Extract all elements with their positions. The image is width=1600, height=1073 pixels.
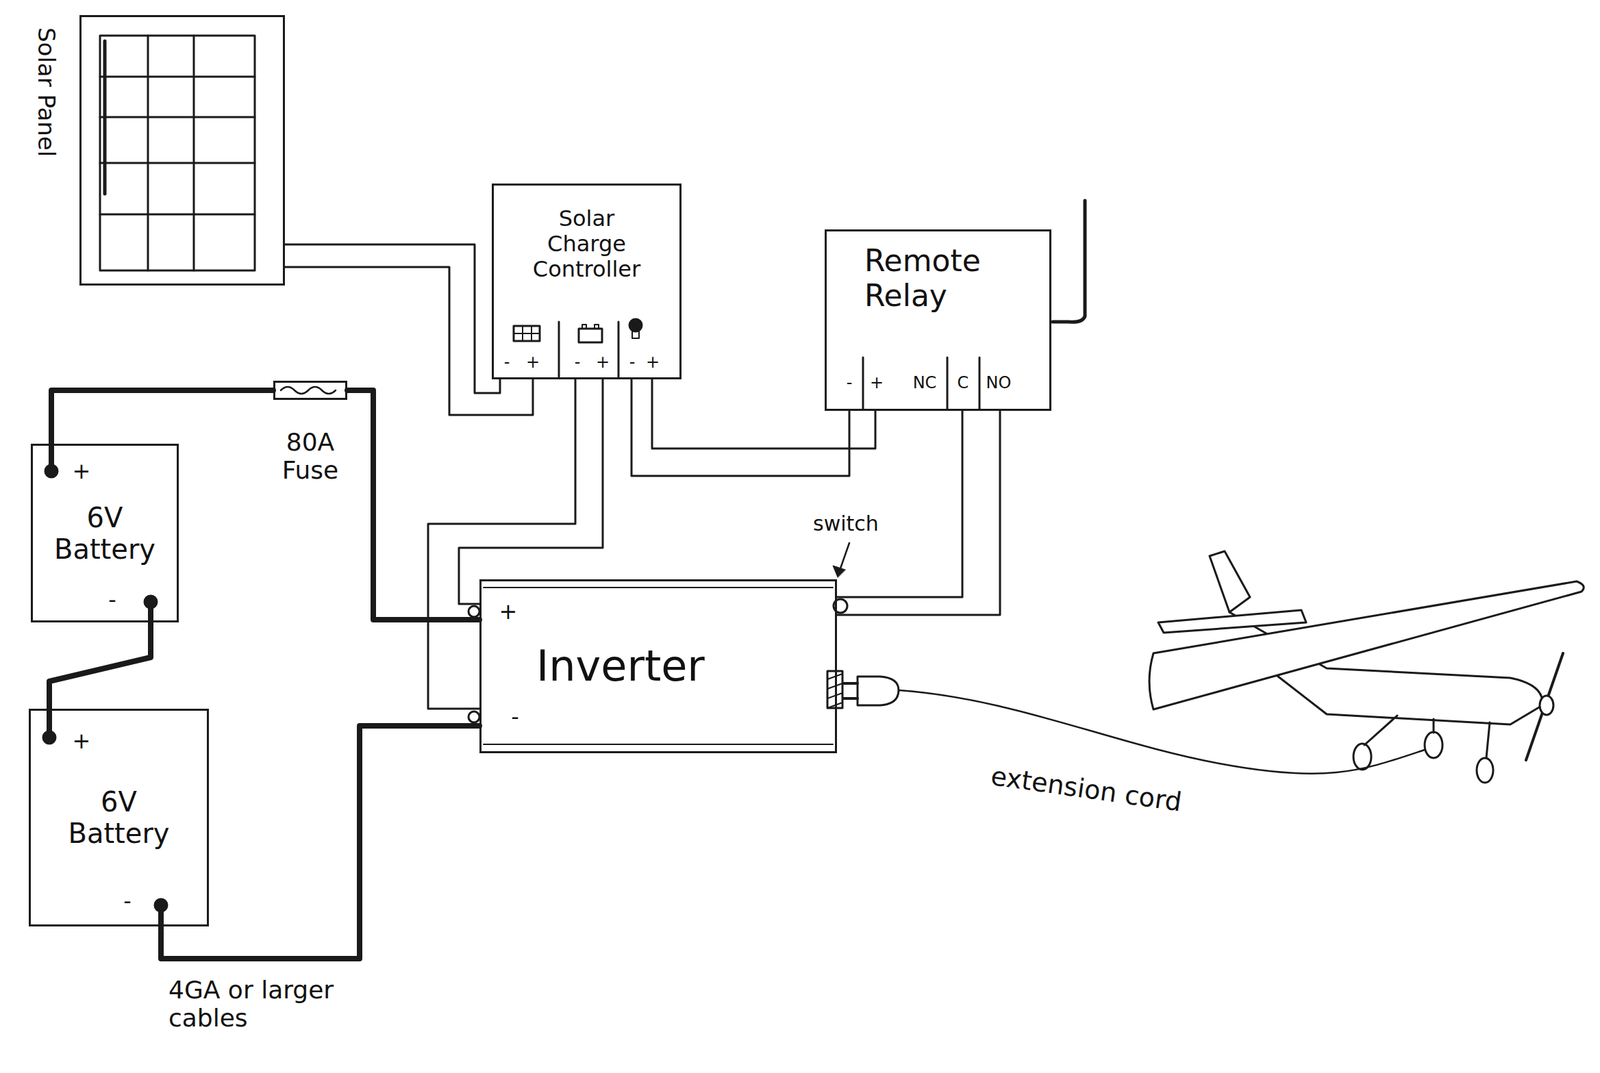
panel-grid-line [100,116,255,119]
callout-label: switch [813,512,879,537]
node-title: 6V Battery [43,502,167,566]
battery-cable [49,622,151,709]
wire [652,379,876,449]
terminal-divider [862,357,865,410]
note: 4GA or larger cables [168,976,388,1033]
charge-controller: Solar Charge Controller [491,183,682,380]
node-title: Solar Panel [32,27,60,157]
terminal-sign: + [645,353,660,373]
node-title: 80A Fuse [269,428,352,485]
ac-outlet [827,693,843,699]
panel-grid-line [100,213,255,216]
wire [631,379,850,477]
panel-grid-line [147,35,150,271]
panel-cells [100,35,255,271]
airplane-wing [1149,581,1584,710]
landing-gear [1364,715,1398,746]
terminal-sign: - [504,353,511,373]
battery-icon [582,324,587,329]
landing-gear [1432,719,1435,733]
ac-outlet [827,673,843,680]
terminal-divider [558,321,561,378]
node-title: Solar Charge Controller [528,206,646,282]
antenna [1052,200,1085,322]
fuse: 80A Fuse [273,380,348,400]
terminal-sign: + [499,599,518,625]
airplane-fin [1209,551,1250,613]
ac-outlet [827,683,843,690]
battery-cable [51,390,274,444]
terminal-sign: - [123,889,132,915]
panel-grid-line [100,162,255,165]
airplane-stabilizer [1158,610,1307,633]
pin-name: NO [986,373,1012,394]
terminal-sign: + [72,458,92,485]
terminal-sign: - [846,373,853,394]
terminal-sign: + [869,373,884,394]
panel-frame-mark [103,41,107,194]
node-title: 6V Battery [57,786,181,850]
terminal-divider [617,321,620,378]
landing-gear [1486,722,1490,759]
bulb-icon [629,319,642,332]
battery-terminal [43,731,56,744]
battery: 6V Battery [28,708,209,927]
terminal-sign: - [574,353,581,373]
battery-terminal [45,465,58,478]
terminal-divider [946,357,949,410]
terminal-divider [978,357,981,410]
wheel [1353,743,1372,770]
inverter-edge [483,743,833,746]
wire [284,267,533,416]
inverter-edge [483,586,833,589]
pin-name: C [957,373,970,394]
battery-icon [594,324,599,329]
node-title: Inverter [536,641,705,691]
wheel [1476,758,1494,783]
leader-arrow [840,543,850,569]
pin-name: NC [913,373,937,394]
terminal-sign: - [510,704,520,731]
inverter-terminal [468,606,480,618]
terminal-sign: + [595,353,610,373]
panel-grid-line [100,76,255,79]
solar-panel: Solar Panel [79,15,285,286]
wheel [1424,732,1443,759]
plug-prong [843,697,858,700]
bulb-icon [632,331,640,339]
node-title: Remote Relay [864,243,1022,314]
remote-relay: Remote Relay [824,229,1052,411]
leader-arrowhead [832,565,846,578]
inverter: Inverter [479,579,837,754]
battery: 6V Battery [30,443,179,623]
terminal-sign: + [72,728,92,755]
wire [458,379,603,605]
battery-terminal [144,595,157,609]
battery-icon [578,328,603,343]
terminal-sign: + [526,353,540,373]
wire [836,410,963,598]
ac-outlet [827,671,843,709]
plug [857,676,899,706]
plug-prong [843,682,858,685]
battery-terminal [154,899,168,912]
ac-outlet [827,702,843,709]
panel-grid-line [193,35,196,271]
spinner [1539,695,1554,716]
propeller [1526,653,1564,761]
solar-icon [513,332,540,335]
solar-icon [513,326,540,342]
terminal-sign: - [108,587,117,614]
fuse-element [280,386,336,394]
cord-label: extension cord [989,761,1184,818]
terminal-sign: - [629,353,636,373]
inverter-terminal [468,711,480,723]
